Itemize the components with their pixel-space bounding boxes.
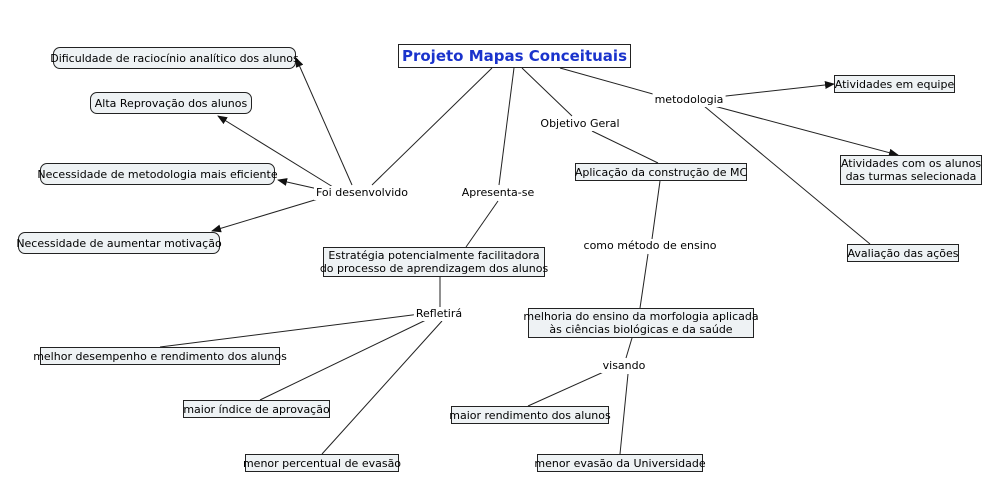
link-visando: visando	[600, 359, 648, 373]
edge-refletira-indice	[259, 318, 429, 401]
root-concept: Projeto Mapas Conceituais	[398, 44, 631, 68]
concept-atividades-turmas-line-1: Atividades com os alunos	[840, 157, 982, 170]
link-objetivo-geral: Objetivo Geral	[538, 117, 622, 131]
edge-objetivo-aplicacao	[591, 130, 659, 164]
concept-menor-evasao: menor evasão da Universidade	[534, 454, 706, 472]
link-metodologia: metodologia	[652, 93, 726, 107]
edge-metodologia-turmas	[713, 105, 899, 157]
edge-visando-evasao	[619, 373, 629, 455]
concept-atividades-turmas-line-2: das turmas selecionada	[845, 170, 977, 183]
concept-maior-indice: maior índice de aprovação	[183, 400, 330, 418]
edge-root-apresenta	[498, 67, 515, 186]
concept-estrategia-line-2: do processo de aprendizagem dos alunos	[319, 262, 549, 275]
edge-foi-motivacao	[211, 198, 319, 233]
concept-menor-percentual: menor percentual de evasão	[243, 454, 401, 472]
edge-refletira-percentual	[321, 320, 443, 455]
edge-root-metodologia	[559, 67, 661, 97]
edge-foi-dificuldade	[295, 57, 353, 186]
edge-metodologia-avaliacao	[703, 105, 871, 245]
edge-foi-reprovacao	[217, 115, 334, 188]
edge-refletira-desempenho	[159, 313, 421, 348]
concept-avaliacao: Avaliação das ações	[847, 244, 959, 262]
concept-melhoria: melhoria do ensino da morfologia aplicad…	[523, 308, 759, 338]
link-foi-desenvolvido: Foi desenvolvido	[313, 186, 411, 200]
concept-melhor-desempenho: melhor desempenho e rendimento dos aluno…	[33, 347, 287, 365]
edge-visando-rendimento	[527, 369, 609, 407]
concept-melhoria-line-2: às ciências biológicas e da saúde	[549, 323, 733, 336]
link-como-metodo: como método de ensino	[581, 239, 719, 253]
concept-necessidade-metodologia: Necessidade de metodologia mais eficient…	[37, 163, 278, 185]
link-refletira: Refletirá	[413, 307, 465, 321]
edge-melhoria-visando	[625, 337, 633, 359]
edge-metodologia-equipe	[716, 81, 835, 98]
edge-foi-metodologia	[277, 178, 319, 190]
concept-necessidade-motivacao: Necessidade de aumentar motivação	[16, 232, 222, 254]
concept-aplicacao: Aplicação da construção de MC	[575, 163, 747, 181]
concept-maior-rendimento: maior rendimento dos alunos	[449, 406, 611, 424]
concept-melhoria-line-1: melhoria do ensino da morfologia aplicad…	[523, 310, 759, 323]
concept-dificuldade: Dificuldade de raciocínio analítico dos …	[50, 47, 299, 69]
concept-alta-reprovacao: Alta Reprovação dos alunos	[90, 92, 252, 114]
concept-estrategia-line-1: Estratégia potencialmente facilitadora	[328, 249, 540, 262]
link-apresenta-se: Apresenta-se	[459, 186, 537, 200]
concept-atividades-turmas: Atividades com os alunos das turmas sele…	[840, 155, 982, 185]
concept-estrategia: Estratégia potencialmente facilitadora d…	[319, 247, 549, 277]
edge-apresenta-estrategia	[465, 200, 499, 248]
edge-aplicacao-como	[651, 180, 661, 240]
edge-root-objetivo	[521, 67, 573, 117]
edge-root-foi	[371, 67, 493, 186]
concept-atividades-equipe: Atividades em equipe	[834, 75, 955, 93]
edge-como-melhoria	[639, 253, 649, 309]
